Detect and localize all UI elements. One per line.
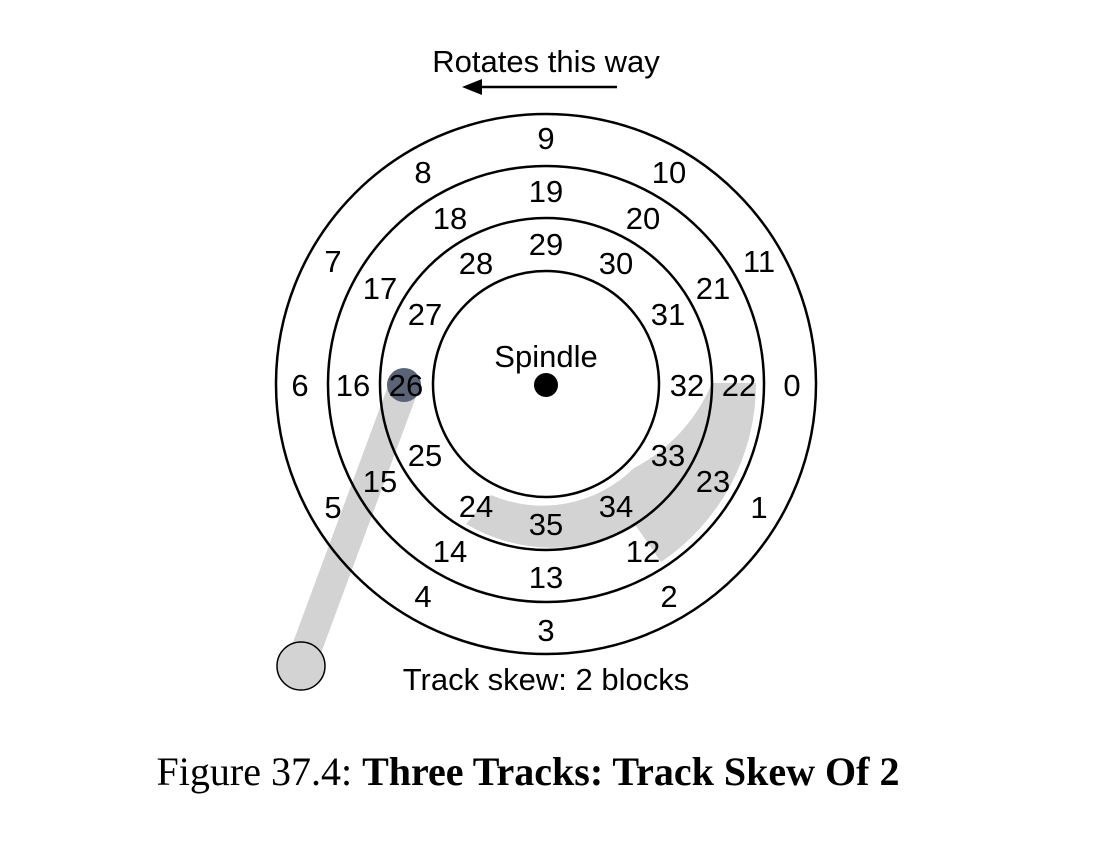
block-label: 16 — [336, 368, 370, 403]
block-label: 31 — [651, 297, 685, 332]
block-label: 25 — [408, 438, 442, 473]
track-middle-circle — [326, 164, 766, 604]
block-label: 17 — [363, 271, 397, 306]
disk-head — [387, 368, 421, 402]
block-label: 19 — [529, 174, 563, 209]
track-outer-circle — [274, 112, 818, 656]
block-label: 26 — [389, 368, 423, 403]
block-label: 28 — [459, 246, 493, 281]
block-label: 10 — [652, 155, 686, 190]
block-label: 23 — [696, 464, 730, 499]
spindle-dot — [534, 373, 558, 397]
block-label: 4 — [414, 579, 431, 614]
block-label: 9 — [537, 121, 554, 156]
arm-pivot — [276, 641, 326, 691]
block-label: 3 — [537, 613, 554, 648]
block-label: 6 — [291, 368, 308, 403]
block-label: 12 — [626, 534, 660, 569]
block-label: 21 — [696, 271, 730, 306]
block-label: 32 — [670, 368, 704, 403]
block-label: 14 — [433, 534, 467, 569]
block-label: 27 — [408, 297, 442, 332]
outer-track-labels: 0 1 2 3 4 5 6 7 8 9 10 11 — [291, 121, 800, 648]
disk-diagram: Rotates this way Spindle 0 1 2 3 4 5 6 7… — [274, 44, 818, 697]
block-label: 22 — [722, 368, 756, 403]
figure-caption: Figure 37.4: Three Tracks: Track Skew Of… — [0, 748, 1056, 795]
inner-track-labels: 32 33 34 35 24 25 26 27 28 29 30 31 — [389, 227, 704, 542]
track-core-circle — [431, 269, 661, 499]
middle-track-labels: 22 23 12 13 14 15 16 17 18 19 20 21 — [336, 174, 756, 595]
block-label: 1 — [750, 490, 767, 525]
block-label: 8 — [414, 155, 431, 190]
block-label: 7 — [324, 244, 341, 279]
caption-prefix: Figure 37.4: — [156, 749, 353, 794]
skew-highlight-region — [466, 383, 757, 562]
block-label: 30 — [599, 246, 633, 281]
block-label: 15 — [363, 464, 397, 499]
caption-title: Three Tracks: Track Skew Of 2 — [362, 749, 900, 794]
skew-label: Track skew: 2 blocks — [403, 662, 690, 697]
block-label: 35 — [529, 507, 563, 542]
block-label: 5 — [324, 490, 341, 525]
block-label: 24 — [459, 489, 493, 524]
track-inner-circle — [378, 216, 714, 552]
block-label: 20 — [626, 201, 660, 236]
block-label: 0 — [783, 368, 800, 403]
block-label: 13 — [529, 560, 563, 595]
block-label: 33 — [651, 438, 685, 473]
spindle-label: Spindle — [494, 339, 597, 374]
rotation-label: Rotates this way — [432, 44, 660, 79]
rotation-arrow-icon — [462, 79, 617, 95]
block-label: 34 — [599, 489, 633, 524]
block-label: 11 — [743, 244, 775, 279]
block-label: 29 — [529, 227, 563, 262]
block-label: 2 — [660, 579, 677, 614]
block-label: 18 — [433, 201, 467, 236]
